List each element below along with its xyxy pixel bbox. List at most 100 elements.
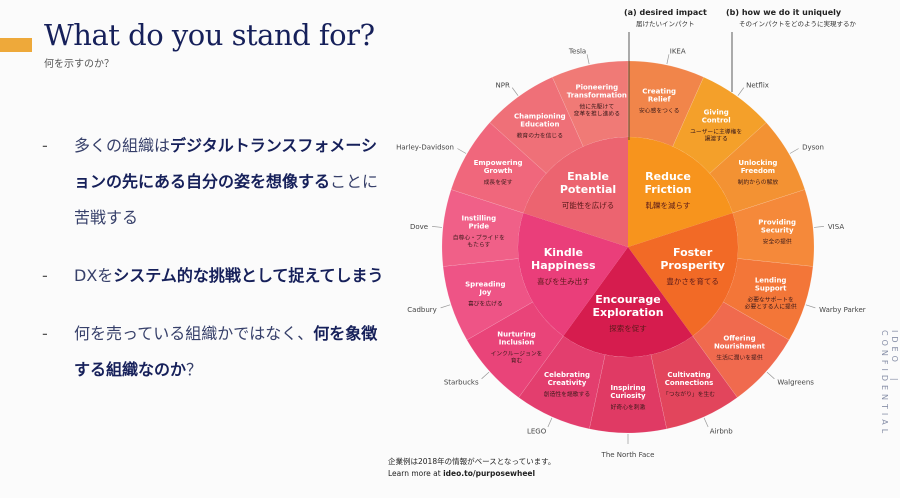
outer-segment-jp: インクルージョンを bbox=[491, 350, 543, 357]
outer-segment-jp: 必要とする人に提供 bbox=[745, 302, 797, 310]
bullet-item: -多くの組織はデジタルトランスフォメーションの先にある自分の姿を想像することに苦… bbox=[40, 128, 390, 236]
outer-segment-title: Offering bbox=[723, 334, 755, 342]
outer-segment-title: Freedom bbox=[741, 167, 775, 175]
outer-segment-title: Support bbox=[755, 284, 787, 292]
outer-segment-title: Inspiring bbox=[610, 384, 645, 392]
inner-segment bbox=[523, 137, 628, 247]
footer-note-text: 企業例は2018年の情報がベースとなっています。 bbox=[388, 457, 556, 466]
outer-segment-title: Celebrating bbox=[544, 371, 590, 379]
brand-label: Dyson bbox=[802, 144, 824, 152]
outer-segment-title: Unlocking bbox=[738, 159, 777, 167]
bullet-item: - DXをシステム的な挑戦として捉えてしまう bbox=[40, 258, 390, 294]
inner-segment bbox=[628, 137, 733, 247]
inner-segment-title: Reduce bbox=[645, 170, 691, 183]
brand-tick bbox=[547, 417, 553, 428]
outer-segment-title: Creating bbox=[642, 87, 676, 95]
outer-segment-jp: 生活に潤いを提供 bbox=[716, 353, 763, 361]
inner-segment-title: Friction bbox=[644, 183, 691, 196]
footer-learn: Learn more at bbox=[388, 469, 444, 478]
outer-segment-title: Giving bbox=[704, 109, 729, 117]
header-a-sub: 届けたいインパクト bbox=[636, 20, 695, 28]
inner-segment-title: Exploration bbox=[592, 306, 663, 319]
bullet-dash: - bbox=[42, 324, 48, 343]
brand-label: Harley-Davidson bbox=[396, 144, 454, 152]
outer-segment-title: Empowering bbox=[474, 159, 523, 167]
brand-tick bbox=[805, 304, 816, 309]
brand-tick bbox=[440, 304, 451, 309]
outer-segment-jp: 必要なサポートを bbox=[747, 295, 794, 303]
inner-segment bbox=[563, 247, 693, 358]
outer-segment-title: Creativity bbox=[548, 379, 587, 387]
confidential-label: IDEO | CONFIDENTIAL bbox=[880, 330, 899, 438]
outer-segment-jp: 創造性を謳歌する bbox=[544, 390, 590, 398]
outer-segment-jp: 成長を促す bbox=[484, 178, 513, 186]
accent-bar bbox=[0, 38, 32, 52]
outer-segment-jp: ユーザーに主導権を bbox=[690, 128, 742, 136]
brand-tick bbox=[457, 148, 467, 154]
inner-segment-title: Prosperity bbox=[660, 259, 725, 272]
outer-segment-jp: 譲渡する bbox=[705, 135, 728, 143]
bullet-text: ことに苦戦する bbox=[74, 172, 379, 227]
outer-segment-jp: 育む bbox=[511, 356, 523, 364]
outer-segment-title: Joy bbox=[478, 288, 491, 296]
outer-segment-title: Nurturing bbox=[497, 330, 535, 338]
brand-label: Netflix bbox=[746, 81, 769, 89]
bullet-text: 何を売っている組織かではなく、 bbox=[74, 324, 314, 343]
outer-segment-title: Growth bbox=[484, 167, 513, 175]
outer-segment-title: Championing bbox=[514, 113, 566, 121]
inner-segment-title: Happiness bbox=[531, 259, 596, 272]
bullet-text: DXを bbox=[74, 266, 114, 285]
bullet-text: 多くの組織は bbox=[74, 136, 171, 155]
inner-segment-title: Kindle bbox=[544, 246, 583, 259]
brand-label: VISA bbox=[828, 223, 844, 231]
outer-segment-jp: 「つながり」を生む bbox=[663, 390, 715, 398]
brand-label: Dove bbox=[410, 223, 428, 231]
outer-segment-title: Connections bbox=[665, 379, 714, 387]
outer-segment-title: Inclusion bbox=[499, 338, 534, 346]
brand-label: NPR bbox=[496, 81, 510, 89]
outer-segment-title: Cultivating bbox=[667, 371, 710, 379]
brand-tick bbox=[586, 54, 590, 65]
outer-segment-title: Nourishment bbox=[714, 342, 766, 350]
outer-segment-title: Education bbox=[520, 121, 559, 129]
inner-segment-jp: 喜びを生み出す bbox=[537, 276, 590, 286]
bullet-list: -多くの組織はデジタルトランスフォメーションの先にある自分の姿を想像することに苦… bbox=[40, 128, 390, 410]
outer-segment-title: Curiosity bbox=[610, 392, 646, 400]
outer-segment-jp: 安全の提供 bbox=[763, 237, 792, 245]
outer-segment-jp: 喜びを広げる bbox=[468, 299, 503, 307]
outer-segment-jp: 変革を推し進める bbox=[574, 109, 620, 117]
footer-link[interactable]: ideo.to/purposewheel bbox=[443, 469, 536, 478]
inner-segment-jp: 可能性を広げる bbox=[562, 200, 615, 210]
brand-label: LEGO bbox=[527, 428, 547, 436]
bullet-dash: - bbox=[42, 266, 48, 285]
inner-segment bbox=[518, 213, 628, 336]
brand-label: Cadbury bbox=[407, 306, 437, 314]
bullet-bold-text: 何を象徴する組織なのか bbox=[74, 324, 378, 379]
header-a-title: (a) desired impact bbox=[624, 8, 707, 17]
inner-segment-jp: 豊かさを育てる bbox=[666, 276, 719, 286]
brand-tick bbox=[789, 148, 799, 154]
slide-title: What do you stand for? bbox=[44, 18, 375, 52]
outer-segment-jp: 好奇心を刺激 bbox=[611, 403, 646, 411]
inner-segment bbox=[628, 213, 738, 336]
inner-segment-jp: 軋轢を減らす bbox=[646, 200, 691, 210]
brand-label: Starbucks bbox=[444, 378, 479, 386]
outer-segment-title: Spreading bbox=[465, 280, 505, 288]
brand-tick bbox=[766, 371, 775, 380]
bullet-item: - 何を売っている組織かではなく、何を象徴する組織なのか？ bbox=[40, 316, 390, 388]
bullet-text: ？ bbox=[186, 360, 203, 379]
brand-tick bbox=[813, 226, 824, 228]
header-b-sub: そのインパクトをどのように実現するか bbox=[739, 19, 857, 28]
outer-segment-title: Lending bbox=[755, 276, 787, 284]
inner-segment-jp: 探索を促す bbox=[609, 323, 647, 333]
bullet-bold-text: システム的な挑戦として捉えてしまう bbox=[113, 266, 384, 285]
outer-segment-title: Transformation bbox=[567, 91, 627, 99]
brand-label: IKEA bbox=[670, 47, 686, 55]
brand-label: Airbnb bbox=[710, 428, 733, 436]
brand-label: The North Face bbox=[601, 451, 655, 459]
bullet-dash: - bbox=[42, 136, 48, 155]
footer-note: 企業例は2018年の情報がベースとなっています。 Learn more at i… bbox=[388, 456, 555, 480]
outer-segment-jp: 教育の力を信じる bbox=[517, 132, 563, 140]
brand-label: Tesla bbox=[568, 47, 586, 55]
